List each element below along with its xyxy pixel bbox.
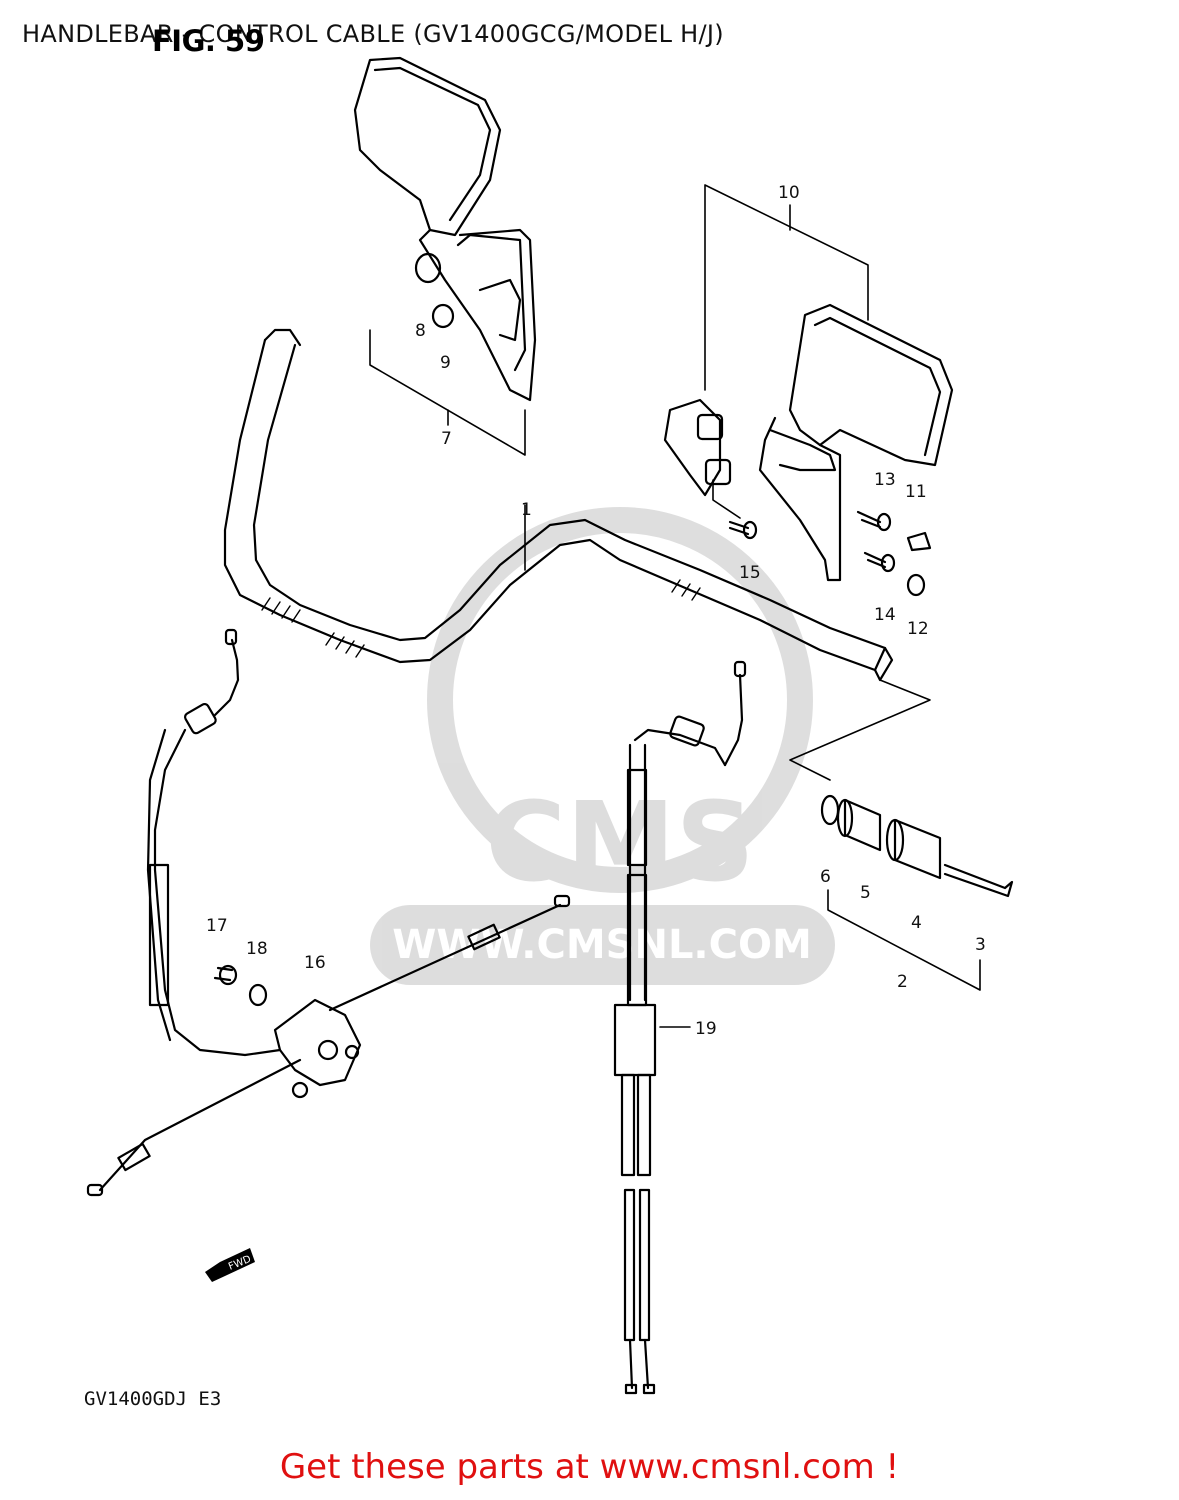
fwd-label: FWD <box>227 1254 253 1273</box>
callout-12: 12 <box>907 619 929 639</box>
callout-15: 15 <box>739 563 761 583</box>
forward-arrow-icon: FWD <box>205 1248 255 1282</box>
cms-watermark: CMS WWW.CMSNL.COM <box>370 507 835 985</box>
clutch-cable <box>613 660 747 1395</box>
watermark-url: WWW.CMSNL.COM <box>392 922 812 968</box>
callout-5: 5 <box>860 883 871 903</box>
callout-numbers: 1 2 3 4 5 6 7 8 9 10 11 12 13 14 15 16 1… <box>206 183 986 1039</box>
callout-17: 17 <box>206 916 228 936</box>
footer-link[interactable]: Get these parts at www.cmsnl.com ! <box>279 1447 900 1487</box>
callout-6: 6 <box>820 867 831 887</box>
callout-19: 19 <box>695 1019 717 1039</box>
callout-14: 14 <box>874 605 896 625</box>
callout-18: 18 <box>246 939 268 959</box>
throttle-cable <box>146 638 282 1057</box>
callout-8: 8 <box>415 321 426 341</box>
figure-label: FIG. 59 <box>152 24 265 58</box>
callout-10: 10 <box>778 183 800 203</box>
left-mirror <box>353 56 537 402</box>
callout-2: 2 <box>897 972 908 992</box>
callout-9: 9 <box>440 353 451 373</box>
page-title: HANDLEBAR - CONTROL CABLE (GV1400GCG/MOD… <box>22 20 724 48</box>
callout-7: 7 <box>441 429 452 449</box>
model-code: GV1400GDJ E3 <box>84 1388 222 1410</box>
callout-1: 1 <box>521 500 532 520</box>
callout-11: 11 <box>905 482 927 502</box>
callout-3: 3 <box>975 935 986 955</box>
callout-13: 13 <box>874 470 896 490</box>
handlebar <box>223 328 894 682</box>
cable-junction <box>86 894 571 1197</box>
callout-16: 16 <box>304 953 326 973</box>
callout-4: 4 <box>911 913 922 933</box>
watermark-brand: CMS <box>485 778 754 906</box>
